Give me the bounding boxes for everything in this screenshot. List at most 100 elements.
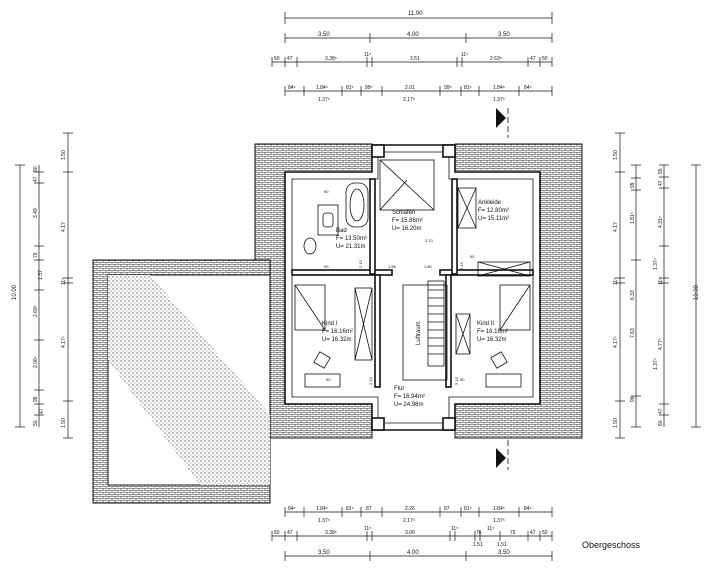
top-row2-8: 50 [542,56,548,62]
door-mark-2: 90 [470,254,475,259]
bottom-row2-10: 50 [542,530,548,536]
top-row2-3: 11⁵ [364,52,371,58]
staircase [427,280,445,367]
wardrobe-ankleide [457,187,477,229]
top-row3-sub-2: 1.37⁵ [493,97,505,103]
door-mark-7: 2.13 [459,261,464,270]
plan-caption: Obergeschoss [582,540,641,550]
room-schlafen-name: Schlafen [392,210,415,216]
left-outer-3: 4.17⁵ [61,336,67,348]
room-kind2-area: F= 16.16m² [477,329,508,335]
bottom-row2-4: 3.06 [405,530,415,536]
room-labels: Schlafen F= 15.86m² U= 16.20m Ankleide F… [322,189,509,408]
door-mark-4: 90 [460,377,465,382]
wardrobe-kind2 [455,313,471,355]
right-outer-3: 4.17⁵ [613,336,619,348]
bottom-row1-sub-1: 2.17⁵ [403,518,415,524]
room-flur-name: Flur [394,386,404,392]
pillar-3 [371,417,385,431]
bottom-row2-sub-0: 1.51 [473,542,483,548]
desk-kind2 [485,373,522,388]
room-kind1-name: Kind I [322,321,338,327]
right-overall-dim: 10.00 [694,284,700,300]
pillar-4 [442,417,456,431]
bottom-row1-3: 87 [366,506,372,512]
right-inner-5: 1.37⁵ [653,358,659,370]
left-outer-0: 1.50 [61,150,67,160]
toilet [303,237,317,255]
right-mid-0: 99 [630,182,636,188]
top-dim-2: 4.00 [407,32,419,38]
bottom-row1-4: 2.26 [405,506,415,512]
room-kind2-perimeter: U= 16.32m [477,337,507,343]
room-kind1-area: F= 16.16m² [322,329,353,335]
room-ankleide-name: Ankleide [478,200,502,206]
wall-schlafen-ankleide [451,178,458,275]
top-dim-3: 3.50 [498,32,510,38]
top-dim-1: 3.50 [318,32,330,38]
top-row2-5: 11⁵ [461,52,468,58]
left-outer-2: 11⁵ [61,278,67,285]
room-schlafen-area: F= 15.86m² [392,218,423,224]
room-bad-area: F= 13.50m² [336,236,367,242]
left-outer-4: 1.50 [61,418,67,428]
left-dimensions: 10.00 1.50 4.17 11⁵ 4.17⁵ 1.50 50 47 3.4… [12,132,73,439]
top-row3-2: 81⁵ [346,85,354,91]
bottom-row2-6: 76 [476,530,482,536]
right-inner-4: 11⁵ [658,278,664,285]
top-row3-8: 84⁵ [524,85,532,91]
room-flur-area: F= 16.94m² [394,394,425,400]
room-flur-perimeter: U= 24.98m [394,402,424,408]
wall-bad-kind1 [291,269,393,276]
bathtub [345,182,369,228]
bottom-row2-7: 11⁵ [487,526,494,532]
left-inner-8: 47 [39,408,45,414]
door-mark-9: 2.13 [454,376,459,385]
bottom-row1-6: 81⁵ [464,506,472,512]
bottom-row1-2: 81⁵ [346,506,354,512]
section-marker-top [496,108,506,128]
bottom-row2-1: 47 [287,530,293,536]
right-inner-8: 60 [658,420,664,426]
pillar-2 [442,144,456,158]
stair-mark-0: 1.56 [388,264,397,269]
right-inner-1: 47 [658,180,664,186]
right-inner-7: 47 [658,408,664,414]
bottom-row1-0: 84⁵ [288,506,296,512]
wall-kind1-flur [374,274,381,388]
bottom-dim-3: 3.50 [498,550,510,556]
top-row3-1: 1.84⁵ [316,85,328,91]
wall-bad-schlafen [369,178,376,275]
left-inner-7: 99 [33,396,39,402]
wardrobe-kind1 [354,287,373,361]
left-inner-5: 2.69⁵ [33,305,39,317]
section-marker-bottom [496,448,506,468]
fixtures [294,159,531,388]
door-mark-8: 2.13 [368,376,373,385]
top-row2-1: 47 [287,56,293,62]
top-row2-7: 47 [530,56,536,62]
right-mid-2: 6.33 [630,290,636,300]
bottom-row2-5: 11⁵ [451,526,458,532]
top-row2-0: 50 [274,56,280,62]
door-mark-0: 90 [324,189,329,194]
right-inner-3: 1.37⁵ [653,258,659,270]
sink-counter [317,204,339,236]
top-row2-2: 3.38⁵ [325,56,337,62]
room-bad-perimeter: U= 21.31m [336,244,366,250]
top-row3-5: 99⁵ [444,85,452,91]
right-inner-0: 55 [658,168,664,174]
pillar-1 [371,144,385,158]
left-inner-2: 3.49 [33,208,39,218]
room-kind1-perimeter: U= 16.32m [322,337,352,343]
bottom-row1-8: 84⁵ [524,506,532,512]
bottom-row2-8: 76 [510,530,516,536]
bottom-row2-sub-1: 1.51 [497,542,507,548]
door-mark-5: 2.13 [358,259,363,268]
top-overall-dim: 11.00 [408,11,423,17]
top-row3-sub-0: 1.37⁵ [318,97,330,103]
bottom-dim-2: 4.00 [407,550,419,556]
room-schlafen-perimeter: U= 16.20m [392,226,422,232]
bottom-row1-5: 87 [444,506,450,512]
